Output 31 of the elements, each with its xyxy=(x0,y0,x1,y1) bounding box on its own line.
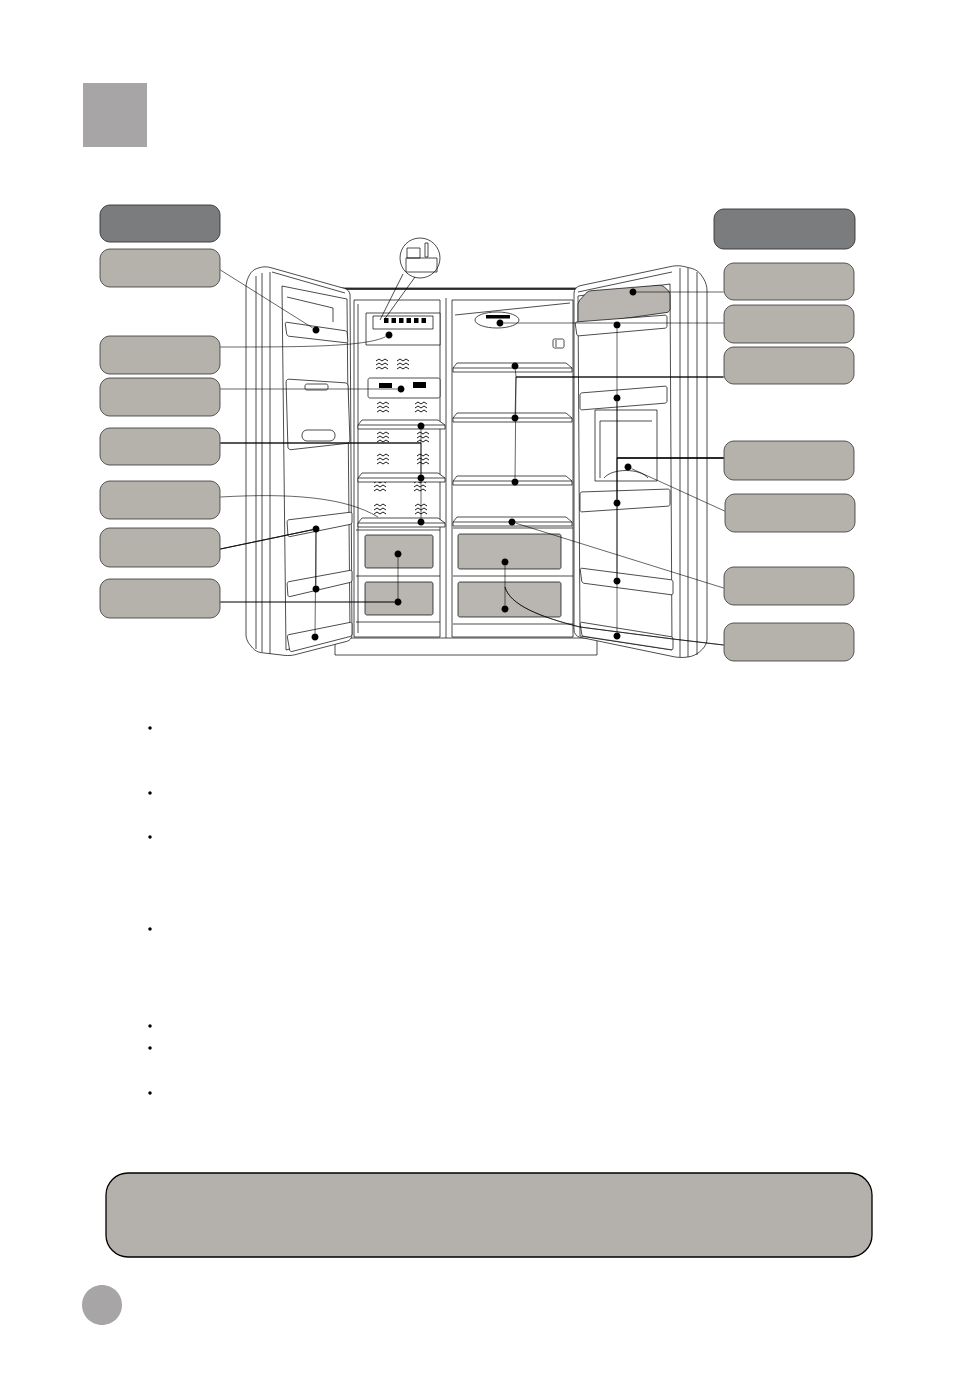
label-box xyxy=(723,346,855,385)
label-box xyxy=(724,493,856,533)
leader-line xyxy=(220,528,317,634)
label-box xyxy=(723,304,855,344)
leader-line xyxy=(220,269,314,329)
label-box xyxy=(99,527,221,568)
leader-line xyxy=(515,522,724,589)
leader-line xyxy=(636,291,724,293)
leader-line xyxy=(220,557,399,603)
label-box xyxy=(99,480,221,520)
leader-line xyxy=(220,388,398,390)
header-box xyxy=(713,208,856,250)
label-box xyxy=(723,440,855,481)
leader-line xyxy=(504,586,724,646)
leader-line xyxy=(503,322,724,324)
leader-line xyxy=(631,468,725,512)
label-box xyxy=(99,377,221,417)
label-box xyxy=(99,578,221,619)
label-box xyxy=(99,335,221,375)
leader-line xyxy=(514,376,724,479)
label-box xyxy=(723,566,855,606)
label-box xyxy=(99,427,221,466)
leader-line xyxy=(220,442,422,519)
label-box xyxy=(99,248,221,288)
label-box xyxy=(723,262,855,301)
label-box xyxy=(723,622,855,662)
leader-line xyxy=(220,336,386,348)
note-bar xyxy=(105,1172,873,1258)
leader-line xyxy=(616,457,724,633)
leader-line xyxy=(220,495,379,518)
header-box xyxy=(99,204,221,243)
